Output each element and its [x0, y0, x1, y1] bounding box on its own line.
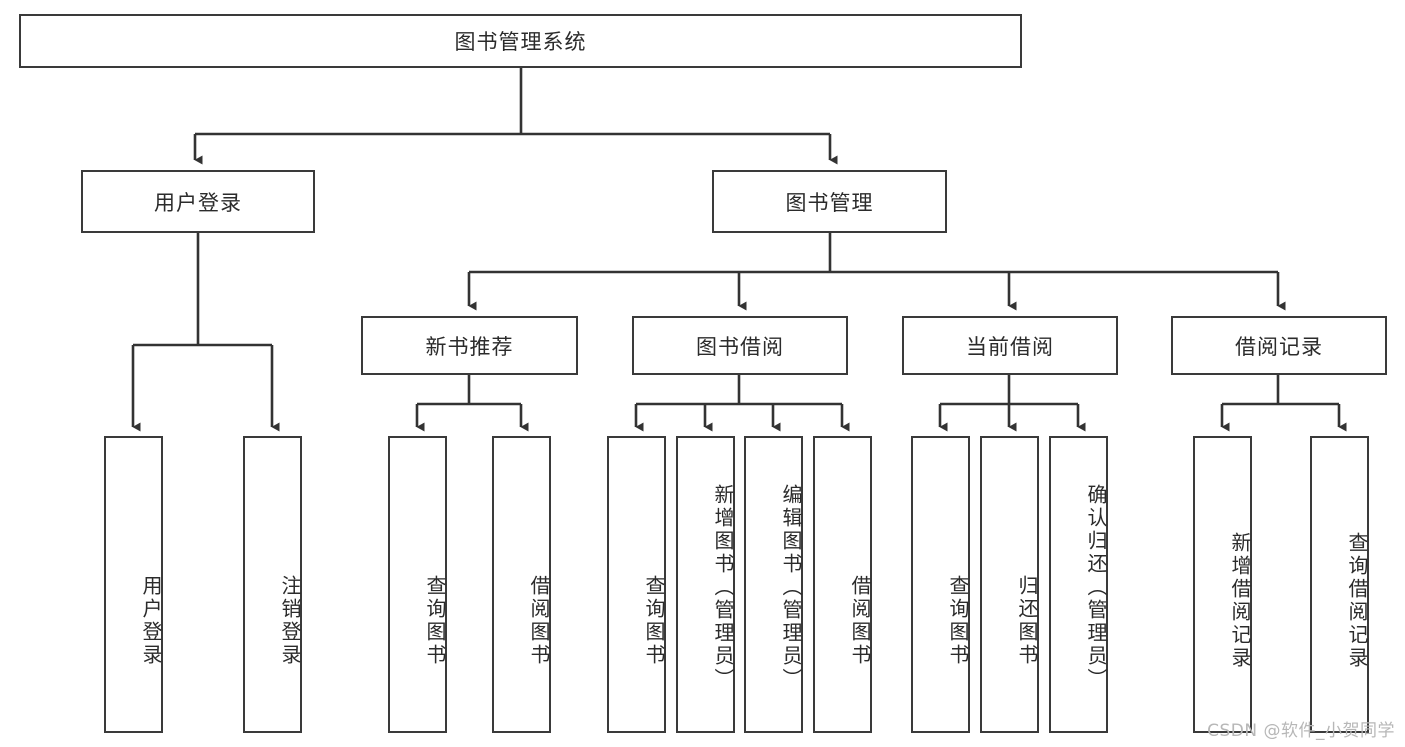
leaf-query-book-current[interactable]: 查询图书: [911, 436, 970, 733]
leaf-confirm-return-admin[interactable]: 确认归还（管理员）: [1049, 436, 1108, 733]
node-label: 新增图书（管理员）: [711, 484, 735, 691]
node-label: 查询图书: [642, 574, 666, 667]
leaf-logout[interactable]: 注销登录: [243, 436, 302, 733]
node-label: 新增借阅记录: [1228, 531, 1252, 670]
node-label: 归还图书: [1015, 574, 1039, 667]
node-label: 当前借阅: [966, 334, 1054, 359]
leaf-return-book[interactable]: 归还图书: [980, 436, 1039, 733]
node-label: 注销登录: [278, 574, 302, 667]
leaf-query-book-rec[interactable]: 查询图书: [388, 436, 447, 733]
node-current-borrowing[interactable]: 当前借阅: [902, 316, 1118, 375]
leaf-borrow-book-rec[interactable]: 借阅图书: [492, 436, 551, 733]
node-label: 新书推荐: [425, 334, 514, 359]
node-label: 查询借阅记录: [1345, 531, 1369, 670]
node-label: 查询图书: [423, 574, 447, 667]
node-book-management[interactable]: 图书管理: [712, 170, 947, 233]
node-label: 图书借阅: [696, 334, 784, 359]
node-book-borrowing[interactable]: 图书借阅: [632, 316, 848, 375]
node-label: 用户登录: [154, 190, 242, 215]
node-label: 编辑图书（管理员）: [779, 484, 803, 691]
node-label: 查询图书: [946, 574, 970, 667]
node-label: 图书管理: [785, 190, 874, 215]
node-label: 用户登录: [139, 574, 163, 667]
node-borrowing-record[interactable]: 借阅记录: [1171, 316, 1387, 375]
node-new-book-recommendation[interactable]: 新书推荐: [361, 316, 578, 375]
node-label: 确认归还（管理员）: [1084, 484, 1108, 691]
leaf-query-book-borrow[interactable]: 查询图书: [607, 436, 666, 733]
node-root-book-management-system[interactable]: 图书管理系统: [19, 14, 1022, 68]
node-user-login[interactable]: 用户登录: [81, 170, 315, 233]
node-label: 借阅图书: [527, 574, 551, 667]
leaf-user-login[interactable]: 用户登录: [104, 436, 163, 733]
leaf-borrow-book-borrow[interactable]: 借阅图书: [813, 436, 872, 733]
csdn-watermark: CSDN @软件_小贺同学: [1207, 721, 1395, 741]
leaf-edit-book-admin[interactable]: 编辑图书（管理员）: [744, 436, 803, 733]
node-label: 借阅记录: [1235, 334, 1323, 359]
leaf-query-borrow-record[interactable]: 查询借阅记录: [1310, 436, 1369, 733]
leaf-add-borrow-record[interactable]: 新增借阅记录: [1193, 436, 1252, 733]
node-label: 借阅图书: [848, 574, 872, 667]
leaf-add-book-admin[interactable]: 新增图书（管理员）: [676, 436, 735, 733]
node-label: 图书管理系统: [454, 30, 587, 54]
